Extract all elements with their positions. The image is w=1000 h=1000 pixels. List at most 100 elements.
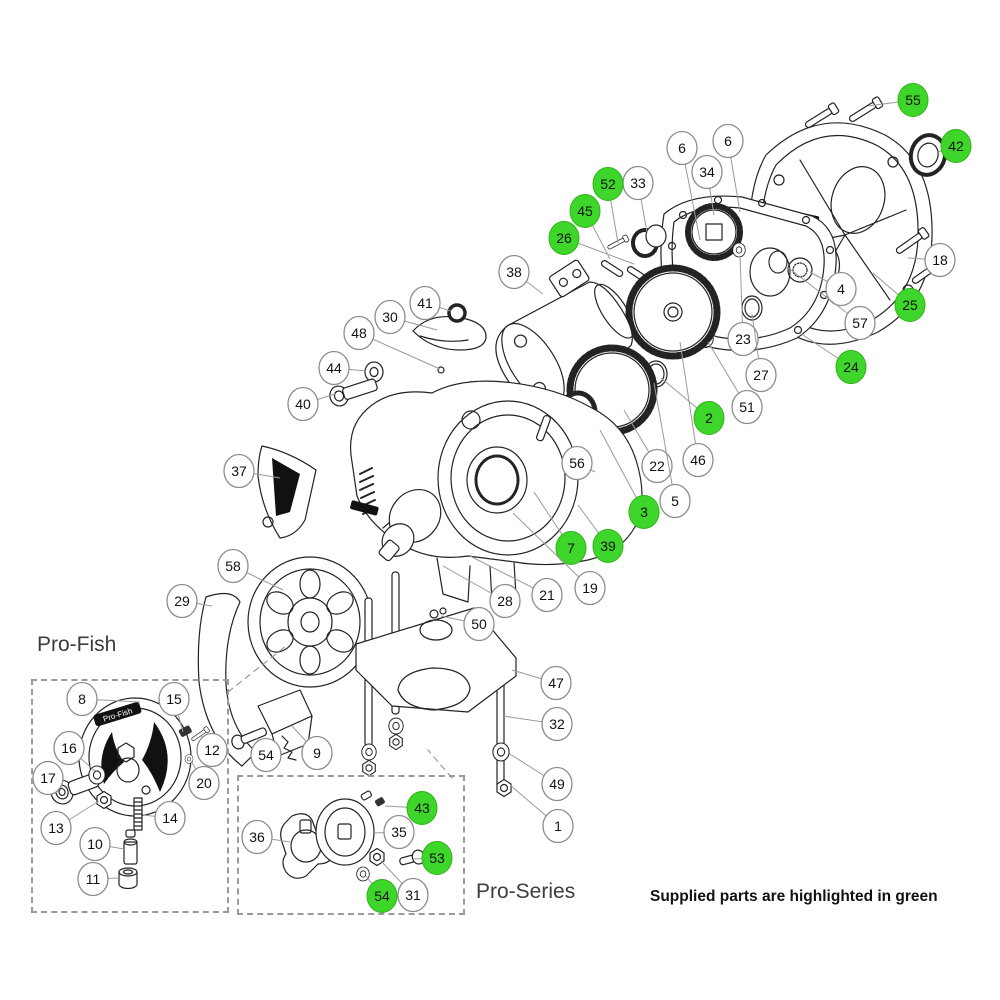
svg-text:29: 29 bbox=[174, 593, 190, 609]
svg-text:42: 42 bbox=[948, 138, 964, 154]
svg-text:19: 19 bbox=[582, 580, 598, 596]
callout-29: 29 bbox=[166, 583, 213, 619]
svg-text:49: 49 bbox=[549, 776, 565, 792]
svg-text:6: 6 bbox=[678, 140, 686, 156]
pro-series-label: Pro-Series bbox=[476, 880, 576, 903]
pro-fish-label: Pro-Fish bbox=[37, 633, 117, 656]
svg-text:3: 3 bbox=[640, 504, 648, 520]
part-arm-29 bbox=[197, 592, 257, 767]
callout-41: 41 bbox=[409, 285, 452, 321]
callout-18: 18 bbox=[907, 242, 956, 278]
svg-text:40: 40 bbox=[295, 396, 311, 412]
svg-text:15: 15 bbox=[166, 691, 182, 707]
callout-55-supplied: 55 bbox=[867, 83, 929, 117]
callout-47: 47 bbox=[511, 665, 572, 701]
part-bracket-9 bbox=[231, 689, 313, 761]
part-pin-15 bbox=[178, 725, 192, 737]
callout-11: 11 bbox=[77, 861, 120, 897]
callout-24-supplied: 24 bbox=[799, 332, 867, 384]
callout-30: 30 bbox=[374, 299, 438, 335]
callout-19: 19 bbox=[512, 512, 606, 606]
callout-15: 15 bbox=[158, 681, 190, 733]
svg-text:7: 7 bbox=[567, 540, 575, 556]
part-screw-53 bbox=[399, 849, 426, 866]
part-gear-34 bbox=[685, 203, 743, 261]
callout-16: 16 bbox=[53, 730, 96, 772]
svg-text:22: 22 bbox=[649, 458, 665, 474]
part-pawl-cover bbox=[257, 445, 317, 539]
part-handle bbox=[412, 303, 487, 374]
svg-text:12: 12 bbox=[204, 742, 220, 758]
callout-17: 17 bbox=[32, 760, 65, 796]
callout-58: 58 bbox=[217, 548, 284, 591]
callout-20: 20 bbox=[188, 760, 220, 801]
svg-text:47: 47 bbox=[548, 675, 564, 691]
callout-50: 50 bbox=[440, 606, 495, 642]
callout-23: 23 bbox=[727, 255, 759, 357]
callout-6: 6 bbox=[666, 130, 701, 241]
part-pins-43 bbox=[360, 790, 385, 807]
svg-text:25: 25 bbox=[902, 297, 918, 313]
part-pinion-33 bbox=[631, 224, 667, 258]
callout-48: 48 bbox=[343, 315, 441, 370]
svg-text:43: 43 bbox=[414, 800, 430, 816]
part-bushing-11 bbox=[118, 867, 138, 890]
pro-fish-box bbox=[31, 679, 229, 913]
svg-text:34: 34 bbox=[699, 164, 715, 180]
svg-text:10: 10 bbox=[87, 836, 103, 852]
svg-text:23: 23 bbox=[735, 331, 751, 347]
svg-text:8: 8 bbox=[78, 691, 86, 707]
callout-54: 54 bbox=[250, 737, 282, 773]
svg-text:51: 51 bbox=[739, 399, 755, 415]
part-post-10 bbox=[123, 829, 138, 865]
callout-6: 6 bbox=[712, 123, 744, 213]
callout-3-supplied: 3 bbox=[599, 429, 660, 529]
svg-text:36: 36 bbox=[249, 829, 265, 845]
svg-text:41: 41 bbox=[417, 295, 433, 311]
svg-text:28: 28 bbox=[497, 593, 513, 609]
svg-text:48: 48 bbox=[351, 325, 367, 341]
callout-37: 37 bbox=[223, 453, 281, 489]
part-gear-46 bbox=[625, 264, 721, 360]
callout-28: 28 bbox=[442, 565, 521, 619]
callout-36: 36 bbox=[241, 819, 291, 855]
svg-text:5: 5 bbox=[671, 493, 679, 509]
svg-text:1: 1 bbox=[554, 818, 562, 834]
svg-text:31: 31 bbox=[405, 887, 421, 903]
svg-text:52: 52 bbox=[600, 176, 616, 192]
svg-text:16: 16 bbox=[61, 740, 77, 756]
callout-10: 10 bbox=[79, 826, 125, 862]
callout-31: 31 bbox=[380, 860, 429, 913]
svg-text:17: 17 bbox=[40, 770, 56, 786]
svg-text:14: 14 bbox=[162, 810, 178, 826]
callout-2-supplied: 2 bbox=[660, 377, 725, 435]
callout-34: 34 bbox=[691, 154, 723, 216]
svg-text:20: 20 bbox=[196, 775, 212, 791]
callout-39-supplied: 39 bbox=[577, 504, 624, 563]
svg-text:58: 58 bbox=[225, 558, 241, 574]
callout-26-supplied: 26 bbox=[548, 221, 635, 265]
callout-32: 32 bbox=[502, 706, 573, 742]
callout-42-supplied: 42 bbox=[937, 129, 972, 163]
svg-text:54: 54 bbox=[374, 888, 390, 904]
part-spring-14 bbox=[133, 797, 143, 831]
callout-8: 8 bbox=[66, 681, 141, 717]
svg-text:44: 44 bbox=[326, 360, 342, 376]
svg-text:35: 35 bbox=[391, 824, 407, 840]
pro-series-box bbox=[237, 775, 465, 915]
svg-text:26: 26 bbox=[556, 230, 572, 246]
svg-text:27: 27 bbox=[753, 367, 769, 383]
callout-54-supplied: 54 bbox=[365, 875, 398, 913]
callout-53-supplied: 53 bbox=[412, 841, 453, 875]
svg-text:4: 4 bbox=[837, 281, 845, 297]
callout-40: 40 bbox=[287, 386, 336, 422]
callout-33: 33 bbox=[622, 165, 654, 233]
callout-35: 35 bbox=[373, 814, 415, 850]
reference-dashes bbox=[227, 645, 453, 779]
part-profish-drum: Pro-Fish bbox=[78, 697, 192, 817]
callout-43-supplied: 43 bbox=[384, 791, 438, 825]
svg-text:55: 55 bbox=[905, 92, 921, 108]
callout-9: 9 bbox=[291, 725, 333, 771]
